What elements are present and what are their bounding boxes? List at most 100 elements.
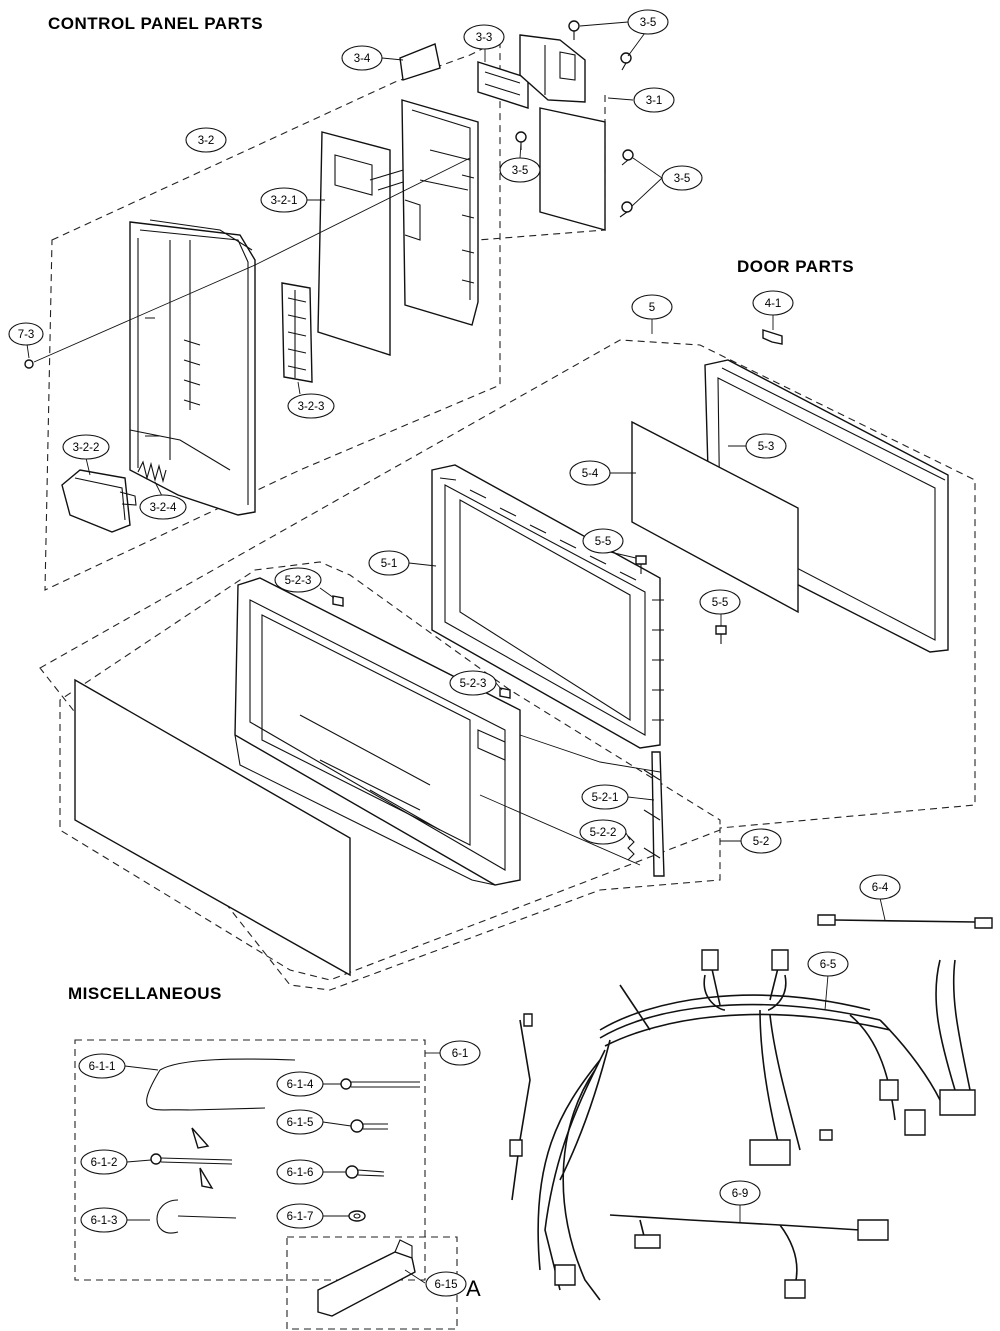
label-6-1-5: 6-1-5 [287,1117,314,1129]
label-6-1-4: 6-1-4 [287,1079,314,1091]
callout-5: 5 [631,294,673,334]
label-6-4: 6-4 [872,882,889,894]
long-bolt [340,1078,420,1090]
callout-6-15: 6-15 A [404,1269,481,1301]
door-inner-frame [431,464,664,749]
callout-5-2-2: 5-2-2 [579,819,631,845]
callout-6-4: 6-4 [859,874,901,921]
revision-mark-a: A [466,1276,481,1301]
label-3-5-mid: 3-5 [512,165,529,177]
callout-3-5-right: 3-5 [631,157,703,207]
label-3-4: 3-4 [354,53,371,65]
label-3-2-4: 3-2-4 [150,502,177,514]
callout-3-1: 3-1 [607,87,675,113]
label-6-1-7: 6-1-7 [287,1211,314,1223]
miscellaneous-heading: MISCELLANEOUS [68,984,222,1003]
callout-3-5-top: 3-5 [579,9,669,57]
label-6-15: 6-15 [434,1279,457,1291]
label-5-5-top: 5-5 [595,536,612,548]
callout-5-1: 5-1 [368,550,437,576]
misc-kit-group-outline [74,1039,426,1281]
door-open-button [61,469,137,533]
callout-6-1-1: 6-1-1 [78,1053,159,1079]
door-frame-subgroup-outline [59,561,721,981]
label-3-5-right: 3-5 [674,173,691,185]
screws-5-5 [635,555,727,644]
callout-4-1: 4-1 [752,290,794,330]
callout-3-2-1: 3-2-1 [260,187,325,213]
small-screw [345,1165,385,1179]
label-5-5-right: 5-5 [712,597,729,609]
door-group-outline [39,339,976,991]
label-6-9: 6-9 [732,1188,749,1200]
control-panel-parts-heading: CONTROL PANEL PARTS [48,14,264,33]
callout-3-3: 3-3 [463,24,505,62]
label-6-1-6: 6-1-6 [287,1167,314,1179]
washer [348,1210,366,1222]
callout-6-1-2: 6-1-2 [80,1149,152,1175]
callout-3-5-mid: 3-5 [499,142,541,183]
callout-5-2: 5-2 [720,828,782,854]
label-5-3: 5-3 [758,441,775,453]
spring [137,460,167,484]
label-6-1: 6-1 [452,1048,469,1060]
transformer [519,34,586,103]
callout-6-1-3: 6-1-3 [80,1207,150,1233]
control-unit-board [401,99,479,326]
callout-3-2-4: 3-2-4 [139,481,187,520]
label-6-1-1: 6-1-1 [89,1061,116,1073]
toggle-bolt [150,1127,233,1189]
jumper-wire [817,914,993,929]
latch-spring [627,835,635,861]
label-5: 5 [649,302,655,314]
label-5-2-2: 5-2-2 [590,827,617,839]
screw-7-3 [24,359,34,369]
label-3-2: 3-2 [198,135,215,147]
label-3-3: 3-3 [476,32,493,44]
callout-6-5: 6-5 [807,951,849,1011]
label-4-1: 4-1 [765,298,782,310]
label-5-4: 5-4 [582,468,599,480]
callout-6-1: 6-1 [425,1040,481,1066]
panel-plate [399,43,441,81]
callout-3-2-2: 3-2-2 [62,434,110,476]
callout-5-2-1: 5-2-1 [581,784,655,810]
callout-3-2-3: 3-2-3 [287,381,335,419]
mounting-bracket [317,1239,416,1317]
callout-6-1-4: 6-1-4 [276,1071,341,1097]
label-6-1-2: 6-1-2 [91,1157,118,1169]
label-5-1: 5-1 [381,558,398,570]
door-glass [631,420,799,614]
control-panel-housing [129,219,256,516]
callout-5-3: 5-3 [728,433,787,459]
flexible-cable [146,1058,296,1111]
leader-line-7-3 [33,157,471,363]
clip-4-1 [762,329,783,345]
label-3-5: 3-5 [640,17,657,29]
callout-6-1-6: 6-1-6 [276,1159,346,1185]
callout-3-2: 3-2 [185,127,227,153]
wire-6-9 [609,1214,889,1299]
main-wire-harness [509,949,976,1301]
callout-7-3: 7-3 [8,322,44,359]
label-7-3: 7-3 [18,329,35,341]
door-front-cover [74,678,351,977]
callout-6-9: 6-9 [719,1180,761,1222]
label-5-2-1: 5-2-1 [592,792,619,804]
callout-5-5-right: 5-5 [699,589,741,626]
callout-6-1-7: 6-1-7 [276,1203,349,1229]
label-5-2: 5-2 [753,836,770,848]
door-panel [234,577,521,886]
label-3-2-2: 3-2-2 [73,442,100,454]
label-6-1-3: 6-1-3 [91,1215,118,1227]
relay-board [477,61,529,109]
label-6-5: 6-5 [820,959,837,971]
label-5-2-3-top: 5-2-3 [285,575,312,587]
callout-3-4: 3-4 [341,45,404,71]
latch-hooks [332,595,511,699]
leader-latch-path [479,794,641,866]
callout-6-1-5: 6-1-5 [276,1109,352,1135]
callout-5-2-3-mid: 5-2-3 [449,670,503,696]
callout-5-5-top: 5-5 [582,528,637,559]
label-3-2-1: 3-2-1 [271,195,298,207]
